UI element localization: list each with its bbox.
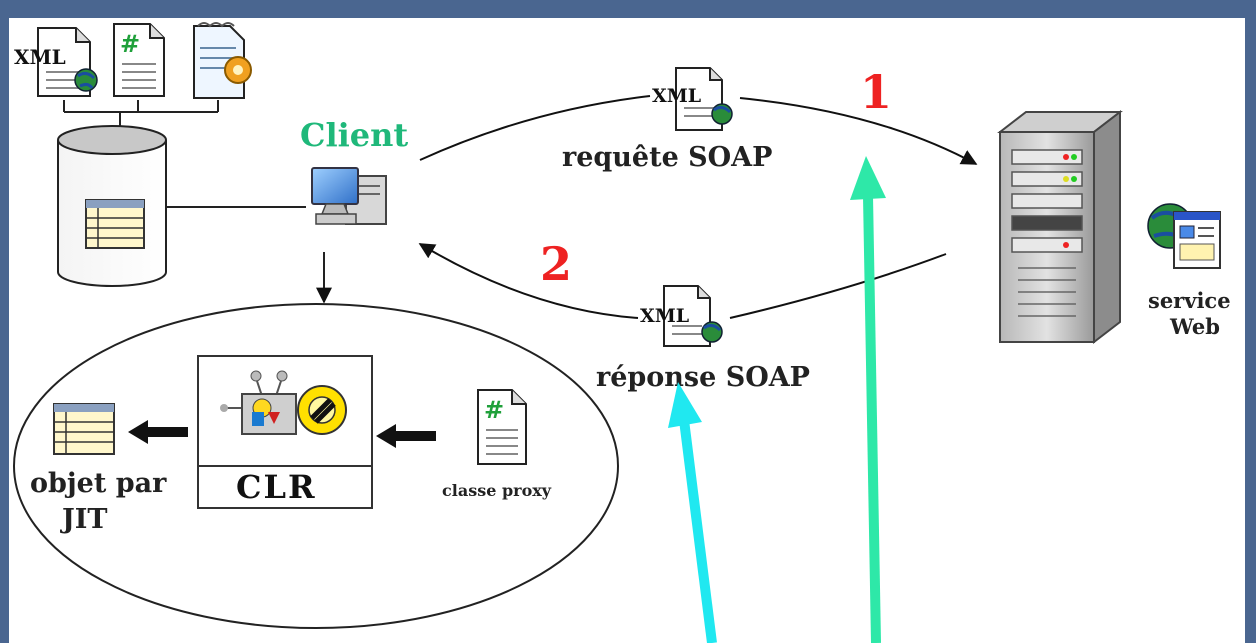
request-xml-tag: XML bbox=[652, 85, 701, 107]
clr-engine-icon bbox=[220, 370, 347, 435]
icons-connector bbox=[63, 100, 219, 128]
config-document-icon bbox=[193, 22, 252, 99]
request-xml-icon: XML bbox=[652, 67, 733, 131]
proxy-to-clr-arrow bbox=[376, 424, 436, 448]
service-label-line2: Web bbox=[1169, 314, 1220, 339]
proxy-document-icon: # bbox=[477, 389, 527, 465]
response-xml-icon: XML bbox=[640, 285, 723, 347]
step-1-label: 1 bbox=[860, 65, 892, 119]
table-icon bbox=[85, 199, 145, 249]
response-xml-tag: XML bbox=[640, 305, 689, 327]
xml-tag-text: XML bbox=[14, 45, 66, 69]
web-service-icon bbox=[1147, 203, 1221, 269]
request-arrow bbox=[739, 97, 978, 165]
clr-label: CLR bbox=[236, 468, 317, 506]
green-pointer-arrow bbox=[850, 156, 886, 643]
xml-document-icon: XML bbox=[14, 27, 98, 97]
csharp-document-icon: # bbox=[113, 23, 165, 97]
response-line-right bbox=[729, 253, 947, 319]
svg-text:#: # bbox=[120, 30, 140, 58]
clr-to-object-arrow bbox=[128, 420, 188, 444]
svg-text:#: # bbox=[484, 396, 504, 424]
response-arrow bbox=[418, 243, 639, 319]
cyan-pointer-arrow bbox=[668, 382, 717, 643]
step-2-label: 2 bbox=[540, 237, 572, 291]
object-label-line1: objet par bbox=[30, 468, 167, 499]
object-table-icon bbox=[53, 403, 115, 455]
computer-icon bbox=[311, 167, 387, 225]
client-label: Client bbox=[300, 116, 408, 154]
object-label-line2: JIT bbox=[60, 504, 108, 535]
response-label: réponse SOAP bbox=[596, 362, 810, 393]
service-label-line1: service bbox=[1148, 288, 1231, 313]
proxy-label: classe proxy bbox=[442, 481, 552, 500]
server-icon bbox=[997, 109, 1123, 345]
request-line-left bbox=[419, 95, 651, 161]
request-label: requête SOAP bbox=[562, 142, 772, 173]
clr-ellipse bbox=[13, 303, 619, 629]
